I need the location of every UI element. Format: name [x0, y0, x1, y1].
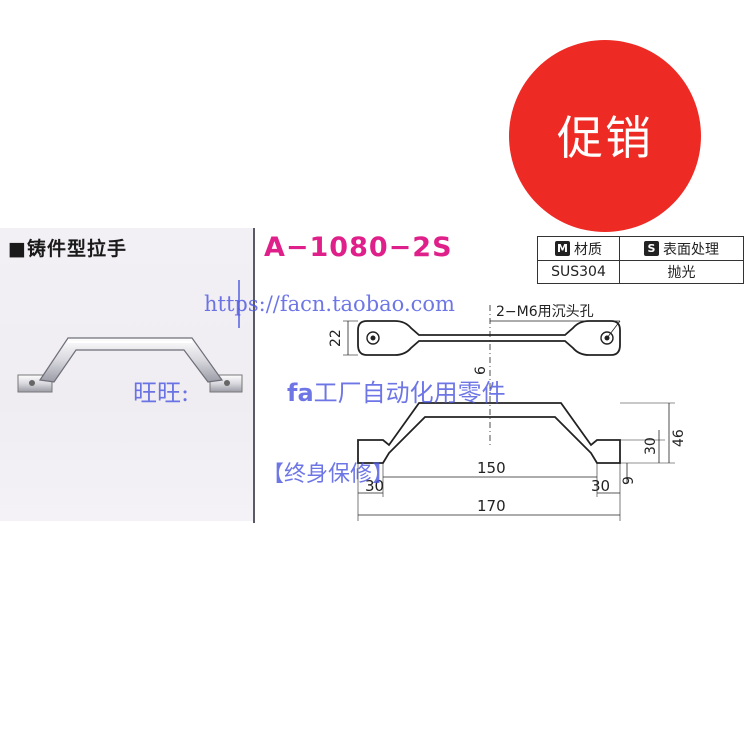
model-number: A−1080−2S — [264, 232, 453, 263]
panel-divider — [253, 228, 255, 523]
watermark-wangwang: 旺旺: — [133, 379, 190, 407]
dim-30-right: 30 — [591, 477, 610, 495]
dim-150: 150 — [477, 459, 506, 477]
watermark-factory-suffix: 工厂自动化用零件 — [313, 379, 506, 407]
watermark-warranty: 【终身保修】 — [262, 462, 395, 487]
watermark-url: https://facn.taobao.com — [204, 292, 455, 316]
surface-header-cell: S 表面处理 — [620, 237, 743, 261]
dim-30-vertical: 30 — [643, 437, 659, 455]
technical-drawing: 2−M6用沉头孔 22 6 150 170 30 30 30 46 9 — [328, 304, 687, 521]
watermark-factory: fa工厂自动化用零件 — [287, 373, 506, 408]
front-view-outline — [357, 402, 621, 464]
dim-30-left: 30 — [365, 477, 384, 495]
spec-table: M 材质 S 表面处理 SUS304 抛光 — [537, 236, 744, 284]
promo-badge — [509, 40, 701, 232]
material-header-cell: M 材质 — [538, 237, 620, 261]
left-hole — [366, 331, 380, 345]
handle-product-image — [17, 337, 243, 393]
material-value: SUS304 — [538, 261, 620, 283]
material-badge: M — [555, 241, 570, 256]
hole-note: 2−M6用沉头孔 — [496, 304, 594, 320]
surface-header: 表面处理 — [663, 241, 719, 258]
dim-22: 22 — [328, 329, 344, 347]
dim-46: 46 — [671, 429, 687, 447]
right-hole — [600, 331, 614, 345]
watermark-factory-prefix: fa — [287, 379, 314, 407]
product-category-title: ■铸件型拉手 — [8, 238, 127, 260]
material-header: 材质 — [574, 241, 602, 258]
dim-170: 170 — [477, 497, 506, 515]
top-view-outline — [357, 320, 621, 356]
promo-label: 促销 — [557, 111, 653, 165]
surface-badge: S — [644, 241, 659, 256]
watermark-divider — [238, 280, 240, 328]
surface-value: 抛光 — [667, 265, 696, 281]
dim-6: 6 — [473, 366, 489, 375]
dim-9: 9 — [621, 476, 637, 485]
